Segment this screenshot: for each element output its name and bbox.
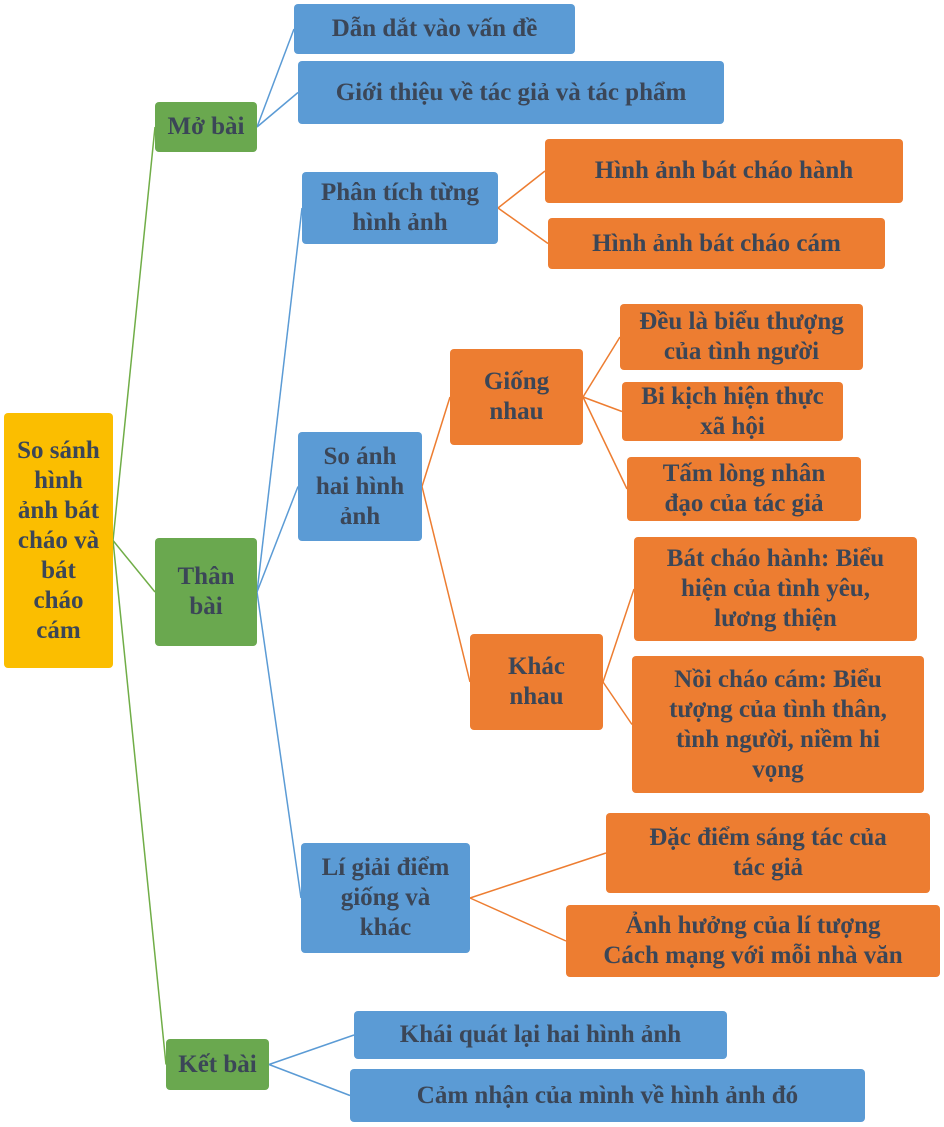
connector-giong-nhau-node-to-giong-nhau-item-3 xyxy=(582,396,628,490)
connector-than-bai-node-to-so-anh-node xyxy=(256,486,299,593)
connector-khac-nhau-node-to-khac-nhau-item-2 xyxy=(602,681,633,725)
khac-nhau-item-2: Nồi cháo cám: Biểu tượng của tình thân, … xyxy=(632,656,924,793)
connector-li-giai-node-to-li-giai-item-2 xyxy=(469,897,567,942)
ket-bai-item-1: Khái quát lại hai hình ảnh xyxy=(354,1011,727,1059)
giong-nhau-item-2: Bi kịch hiện thực xã hội xyxy=(622,382,843,441)
connector-khac-nhau-node-to-khac-nhau-item-1 xyxy=(602,588,635,683)
connector-li-giai-node-to-li-giai-item-1 xyxy=(469,852,607,899)
ket-bai-item-2: Cảm nhận của mình về hình ảnh đó xyxy=(350,1069,865,1122)
li-giai-node: Lí giải điểm giống và khác xyxy=(301,843,470,953)
giong-nhau-item-3: Tấm lòng nhân đạo của tác giả xyxy=(627,457,861,521)
connector-phan-tich-node-to-phan-tich-item-1 xyxy=(497,170,546,209)
connector-root-node-to-mo-bai-node xyxy=(112,126,156,541)
li-giai-item-2: Ảnh hưởng của lí tượng Cách mạng với mỗi… xyxy=(566,905,940,977)
phan-tich-item-1: Hình ảnh bát cháo hành xyxy=(545,139,903,203)
ket-bai-node: Kết bài xyxy=(166,1039,269,1090)
phan-tich-item-2: Hình ảnh bát cháo cám xyxy=(548,218,885,269)
mo-bai-item-2: Giới thiệu về tác giả và tác phẩm xyxy=(298,61,724,124)
than-bai-node: Thân bài xyxy=(155,538,257,646)
connector-so-anh-node-to-khac-nhau-node xyxy=(421,486,471,683)
connector-so-anh-node-to-giong-nhau-node xyxy=(421,396,451,487)
root-node: So sánh hình ảnh bát cháo và bát cháo cá… xyxy=(4,413,113,668)
connector-phan-tich-node-to-phan-tich-item-2 xyxy=(497,207,549,245)
connector-mo-bai-node-to-mo-bai-item-1 xyxy=(256,28,295,128)
khac-nhau-node: Khác nhau xyxy=(470,634,603,730)
connector-giong-nhau-node-to-giong-nhau-item-1 xyxy=(582,336,621,398)
connector-than-bai-node-to-li-giai-node xyxy=(256,591,302,899)
giong-nhau-item-1: Đều là biểu thượng của tình người xyxy=(620,304,863,370)
connector-ket-bai-node-to-ket-bai-item-2 xyxy=(268,1063,351,1097)
khac-nhau-item-1: Bát cháo hành: Biểu hiện của tình yêu, l… xyxy=(634,537,917,641)
so-anh-node: So ánh hai hình ảnh xyxy=(298,432,422,541)
mo-bai-node: Mở bài xyxy=(155,102,257,152)
giong-nhau-node: Giống nhau xyxy=(450,349,583,445)
phan-tich-node: Phân tích từng hình ảnh xyxy=(302,172,498,244)
connector-root-node-to-ket-bai-node xyxy=(112,540,167,1065)
connector-than-bai-node-to-phan-tich-node xyxy=(256,207,303,593)
li-giai-item-1: Đặc điểm sáng tác của tác giả xyxy=(606,813,930,893)
connector-ket-bai-node-to-ket-bai-item-1 xyxy=(268,1034,355,1066)
connector-mo-bai-node-to-mo-bai-item-2 xyxy=(256,91,299,128)
mo-bai-item-1: Dẫn dắt vào vấn đề xyxy=(294,4,575,54)
connector-giong-nhau-node-to-giong-nhau-item-2 xyxy=(582,396,623,413)
connector-root-node-to-than-bai-node xyxy=(112,540,156,593)
